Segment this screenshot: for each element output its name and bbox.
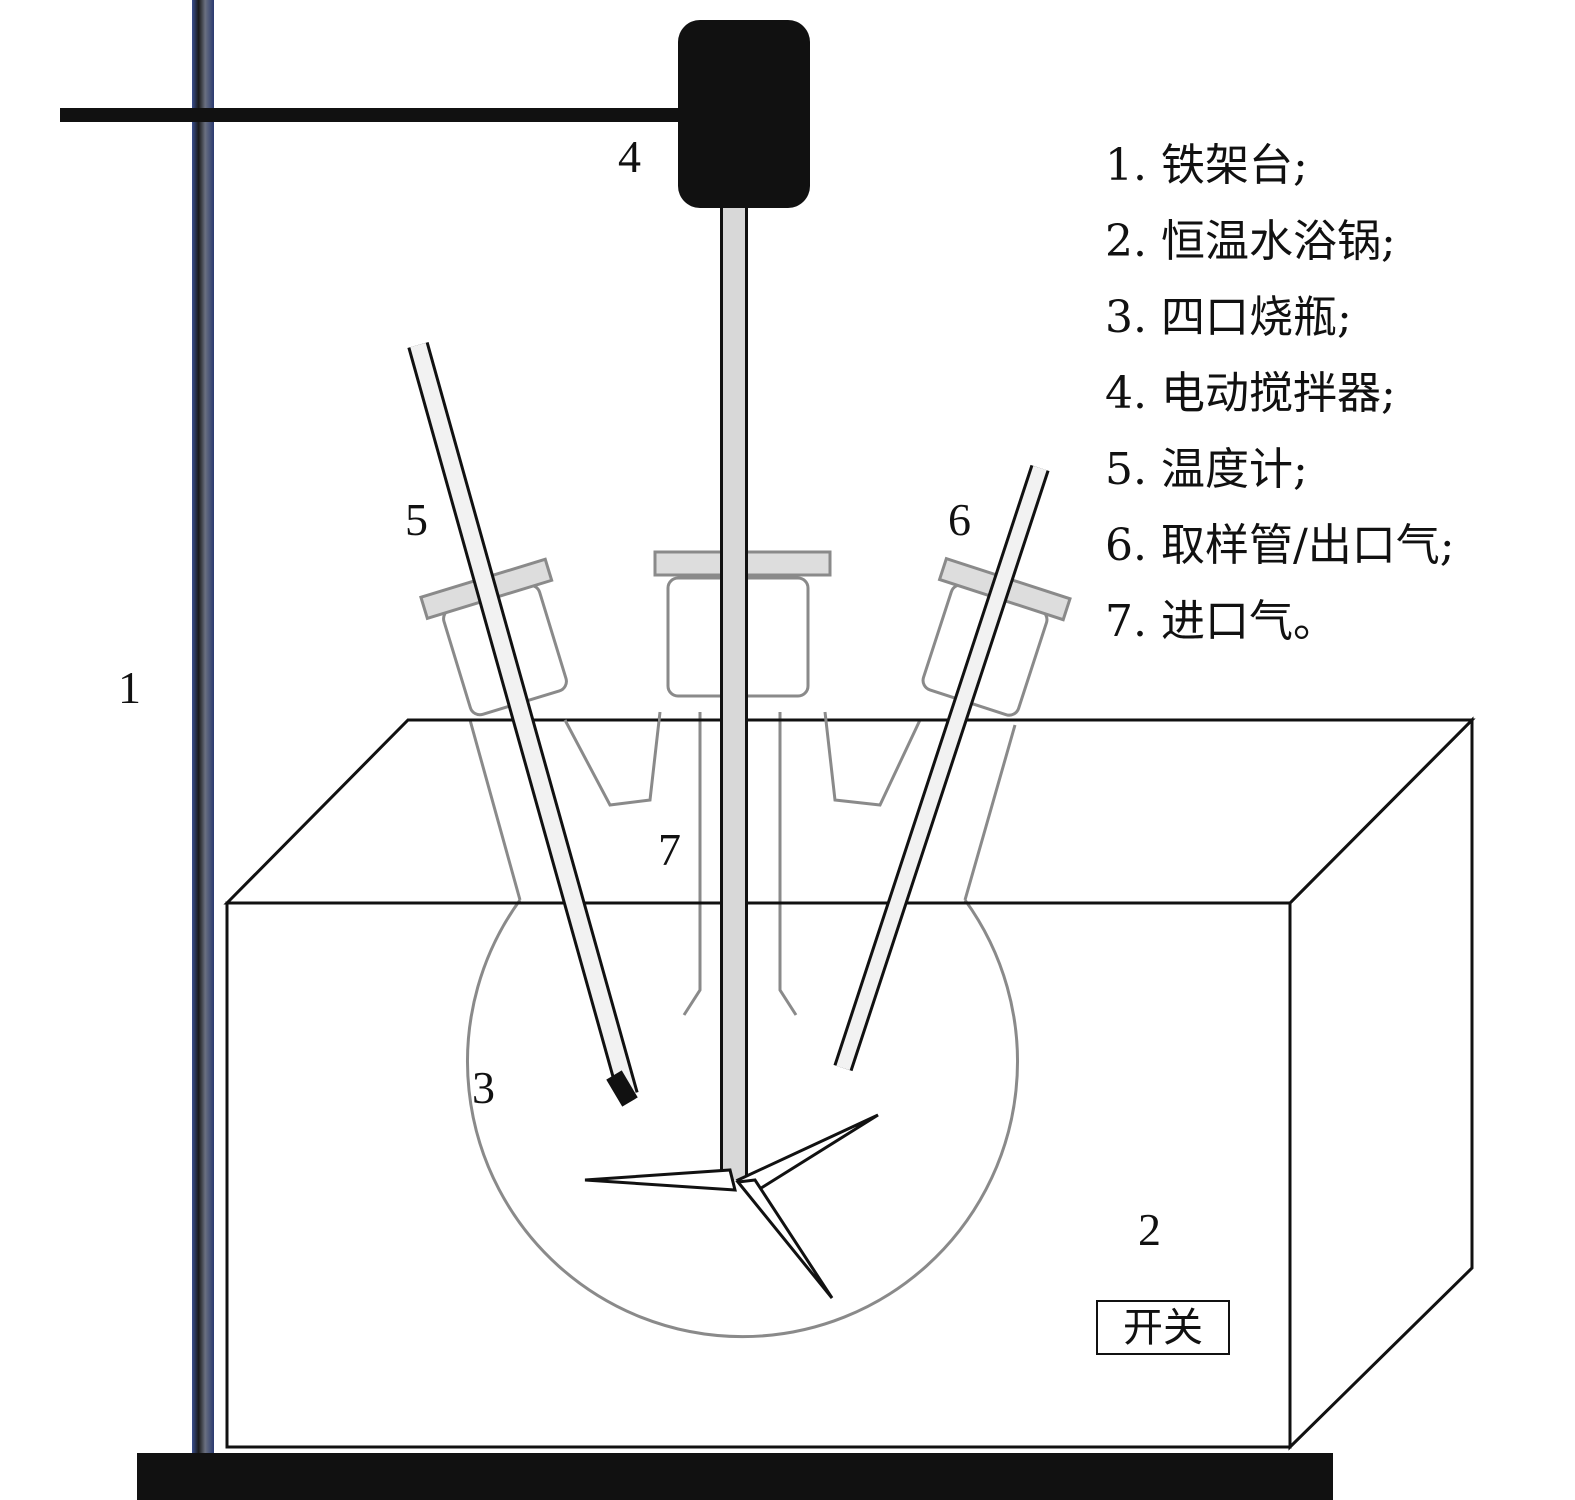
- label-7: 7: [658, 824, 681, 875]
- label-2: 2: [1138, 1204, 1161, 1255]
- label-5: 5: [405, 494, 428, 545]
- water-bath: [223, 716, 1476, 1451]
- impeller-blade: [584, 1168, 737, 1192]
- stirrer-motor: [678, 20, 810, 208]
- legend-item: 5. 温度计;: [1105, 444, 1308, 495]
- legend-item: 4. 电动搅拌器;: [1105, 368, 1396, 419]
- label-4: 4: [618, 131, 641, 182]
- bath-switch: 开关: [1096, 1300, 1230, 1355]
- legend-item: 2. 恒温水浴锅;: [1105, 216, 1396, 267]
- label-1: 1: [118, 662, 141, 713]
- impeller-blade: [735, 1178, 834, 1299]
- iron-stand: [60, 0, 1333, 1500]
- sampling-tube: [833, 464, 1050, 1072]
- legend-item: 6. 取样管/出口气;: [1105, 520, 1455, 571]
- label-6: 6: [948, 494, 971, 545]
- electric-stirrer: [584, 20, 879, 1299]
- legend: 1. 铁架台; 2. 恒温水浴锅; 3. 四口烧瓶; 4. 电动搅拌器; 5. …: [1105, 128, 1455, 660]
- label-3: 3: [472, 1062, 495, 1113]
- legend-item: 7. 进口气。: [1105, 596, 1337, 647]
- legend-item: 3. 四口烧瓶;: [1105, 292, 1352, 343]
- thermometer: [407, 342, 639, 1107]
- legend-item: 1. 铁架台;: [1105, 140, 1308, 191]
- four-neck-flask: [419, 550, 1072, 1339]
